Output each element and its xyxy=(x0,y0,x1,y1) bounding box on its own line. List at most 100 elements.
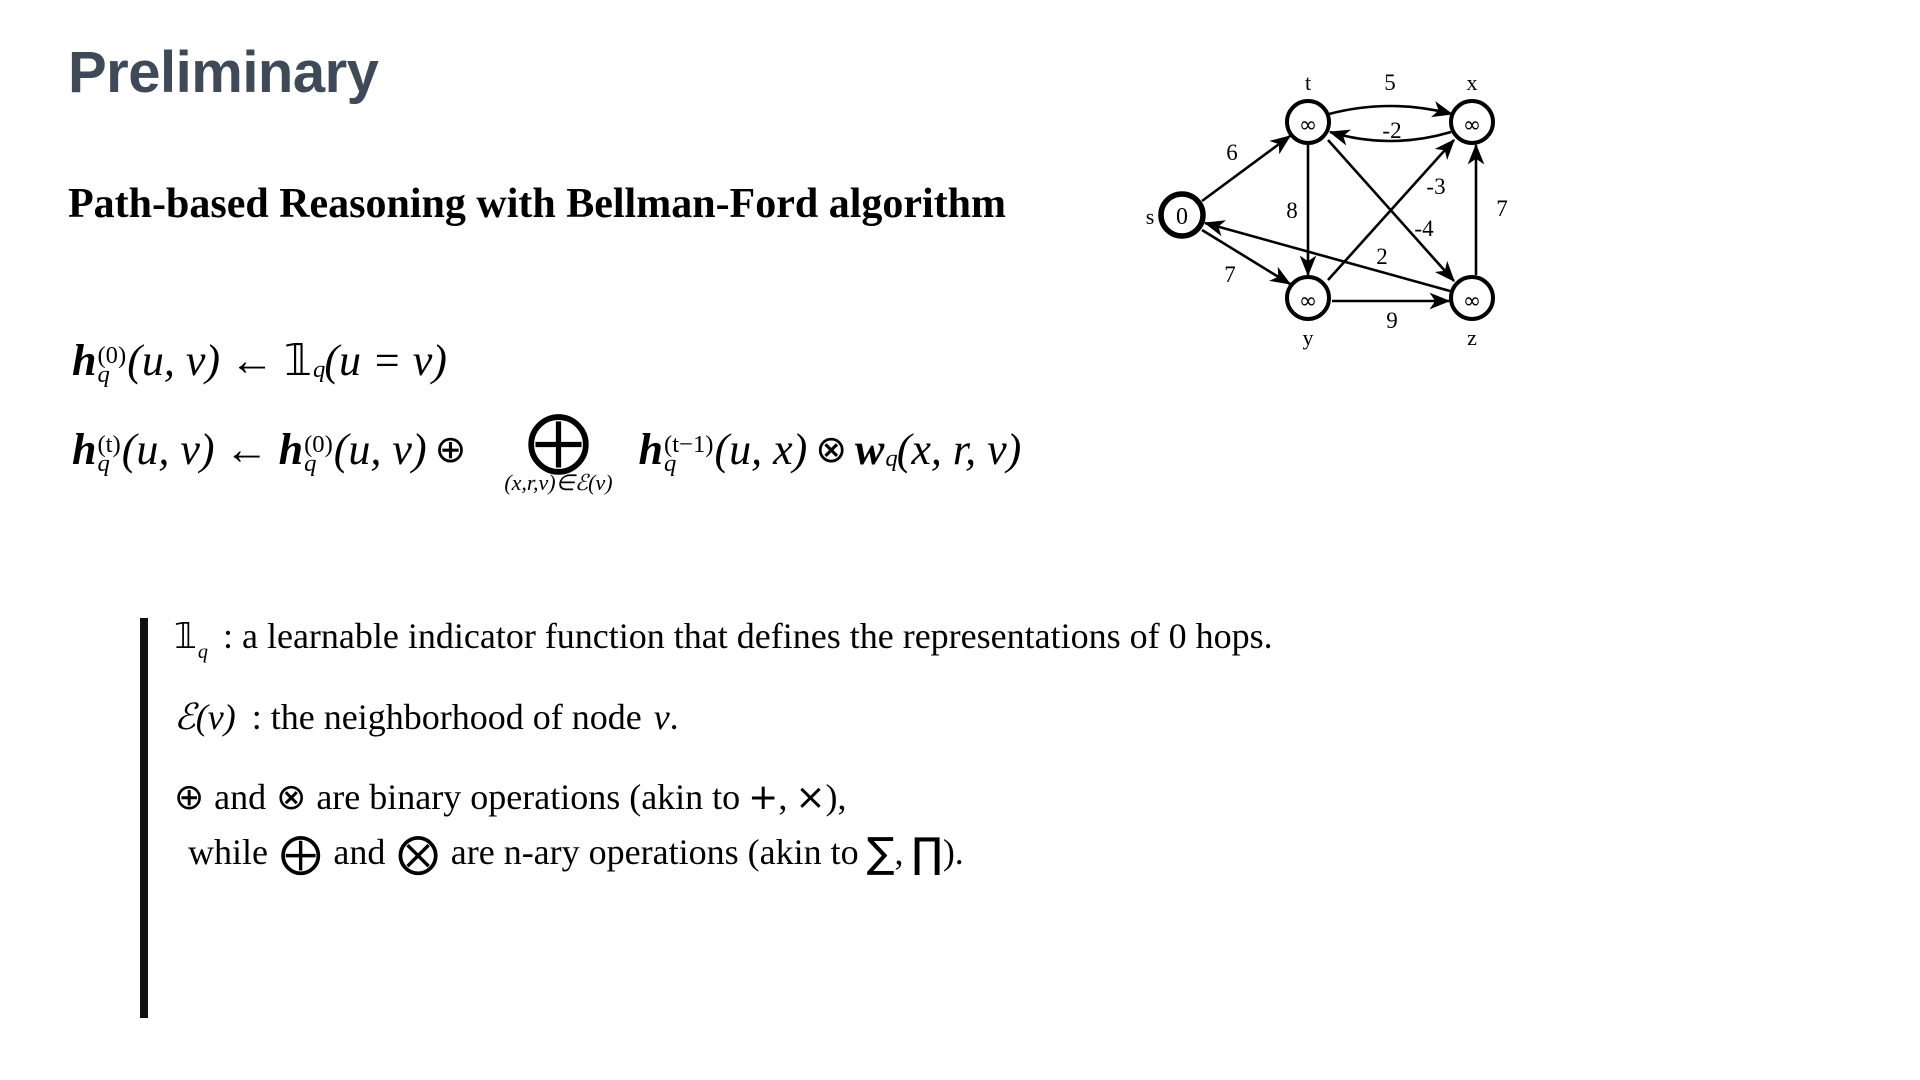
node-x-circle[interactable] xyxy=(1449,99,1495,145)
prod-icon: ∏ xyxy=(911,829,943,877)
indicator-symbol: 𝟙 xyxy=(174,616,197,657)
eq2-lhs-script: (t)q xyxy=(97,430,121,477)
page-title: Preliminary xyxy=(68,40,379,105)
edge-s-t xyxy=(1201,134,1292,203)
edge-label-s-t: 6 xyxy=(1226,140,1238,165)
eq1-lhs-args: (u, v) xyxy=(127,335,221,385)
edge-t-x xyxy=(1328,101,1454,118)
node-t-value: ∞ xyxy=(1299,113,1317,138)
eq2-term2-script: (t−1)q xyxy=(664,430,714,477)
eq2-term3-symbol: w xyxy=(855,424,885,474)
node-z-circle[interactable] xyxy=(1449,275,1495,321)
edge-s-y xyxy=(1201,228,1292,286)
eq2-term1-symbol: h xyxy=(278,424,304,474)
edge-label-t-z: -4 xyxy=(1414,216,1434,241)
comma-1: , xyxy=(778,777,788,817)
plus-icon: + xyxy=(748,777,779,818)
eq1-assign-arrow: ← xyxy=(230,335,275,385)
eq2-term1-sup: (0) xyxy=(304,430,333,458)
indicator-description: : a learnable indicator function that de… xyxy=(222,616,1273,656)
while-word: while xyxy=(188,832,268,872)
nary-ops-text: are n-ary operations (akin to xyxy=(450,832,859,872)
oplus-icon: ⊕ xyxy=(174,777,205,818)
node-y-label: y xyxy=(1303,325,1314,350)
indicator-symbol-sub: q xyxy=(197,641,208,663)
nary-and-word: and xyxy=(333,832,386,872)
neighborhood-node-var: v xyxy=(653,697,670,737)
node-t-label: t xyxy=(1305,70,1311,95)
binary-ops-text: are binary operations (akin to xyxy=(316,777,741,817)
graph-svg: 0 s ∞ t ∞ x ∞ y ∞ z 6 xyxy=(1146,70,1508,350)
bigotimes-icon: ⨂ xyxy=(397,829,439,877)
sum-icon: ∑ xyxy=(866,829,895,877)
eq2-bigoplus: ⨁ (x,r,v)∈ℰ(v) xyxy=(504,403,612,496)
neighborhood-period: . xyxy=(669,697,679,737)
node-x-label: x xyxy=(1467,70,1478,95)
node-s-label: s xyxy=(1146,204,1155,229)
node-t-circle[interactable] xyxy=(1285,99,1331,145)
graph-edge-labels: 6 7 5 8 -4 -2 -3 9 2 7 xyxy=(1224,70,1508,333)
edge-label-t-x: 5 xyxy=(1384,70,1396,95)
eq2-assign-arrow: ← xyxy=(224,424,269,474)
eq2-term1-args: (u, v) xyxy=(333,424,427,474)
eq1-indicator-symbol: 𝟙 xyxy=(284,334,313,386)
eq2-oplus-symbol: ⊕ xyxy=(434,427,467,471)
node-z-value: ∞ xyxy=(1463,289,1481,314)
node-s-circle[interactable] xyxy=(1158,191,1206,239)
eq1-indicator-sub: q xyxy=(313,356,326,383)
edge-z-s xyxy=(1203,220,1451,293)
eq2-term2-sup: (t−1) xyxy=(664,430,714,458)
eq2-lhs-args: (u, v) xyxy=(121,424,215,474)
times-icon: × xyxy=(795,777,826,818)
bellman-ford-graph: 0 s ∞ t ∞ x ∞ y ∞ z 6 xyxy=(1120,60,1540,360)
equation-2: h(t)q(u, v) ← h(0)q(u, v) ⊕ ⨁ (x,r,v)∈ℰ(… xyxy=(72,406,1022,496)
edge-label-s-y: 7 xyxy=(1224,262,1236,287)
node-s-value: 0 xyxy=(1176,204,1188,230)
edge-label-z-s: 2 xyxy=(1376,244,1388,269)
binary-and-word: and xyxy=(214,777,267,817)
comma-2: , xyxy=(894,832,904,872)
eq2-term3-args: (x, r, v) xyxy=(896,424,1022,474)
graph-edges xyxy=(1201,101,1485,310)
legend-item-binary-ops: ⊕ and ⊗ are binary operations (akin to +… xyxy=(174,779,1273,816)
legend-item-nary-ops: while ⨁ and ⨂ are n-ary operations (akin… xyxy=(174,829,1273,877)
eq2-term1-sub: q xyxy=(304,450,317,477)
legend-item-neighborhood: ℰ(v) : the neighborhood of node v. xyxy=(174,699,1273,735)
eq1-lhs-symbol: h xyxy=(72,335,97,385)
neighborhood-description: : the neighborhood of node xyxy=(251,697,642,737)
node-z-label: z xyxy=(1467,325,1477,350)
edge-x-t xyxy=(1328,129,1452,146)
otimes-icon: ⊗ xyxy=(276,777,307,818)
eq2-lhs-sup: (t) xyxy=(97,430,121,458)
edge-y-x xyxy=(1327,139,1455,281)
section-subtitle: Path-based Reasoning with Bellman-Ford a… xyxy=(68,181,1007,227)
graph-nodes: 0 s ∞ t ∞ x ∞ y ∞ z xyxy=(1146,70,1495,350)
eq2-term1-script: (0)q xyxy=(304,430,333,477)
eq2-term3-sub: q xyxy=(885,445,898,472)
node-y-value: ∞ xyxy=(1299,289,1317,314)
eq2-lhs-sub: q xyxy=(97,450,110,477)
node-y-circle[interactable] xyxy=(1285,275,1331,321)
eq2-term2-args: (u, x) xyxy=(714,424,808,474)
binary-ops-tail: ), xyxy=(825,777,847,817)
edge-label-x-t: -2 xyxy=(1382,118,1401,143)
eq1-lhs-sup: (0) xyxy=(97,341,127,369)
neighborhood-symbol: ℰ(v) xyxy=(174,697,236,737)
bigoplus-icon: ⨁ xyxy=(526,403,591,478)
node-x-value: ∞ xyxy=(1463,113,1481,138)
eq2-otimes-symbol: ⊗ xyxy=(815,427,848,471)
eq2-term2-symbol: h xyxy=(638,424,664,474)
edge-label-y-z: 9 xyxy=(1386,308,1398,333)
eq2-lhs-symbol: h xyxy=(72,424,97,474)
edge-label-t-y: 8 xyxy=(1286,198,1298,223)
edge-label-z-x: 7 xyxy=(1496,196,1508,221)
eq1-lhs-script: (0)q xyxy=(97,341,127,388)
eq1-lhs-sub: q xyxy=(97,361,110,388)
eq2-term2-sub: q xyxy=(664,450,677,477)
nary-ops-tail: ). xyxy=(942,832,964,872)
